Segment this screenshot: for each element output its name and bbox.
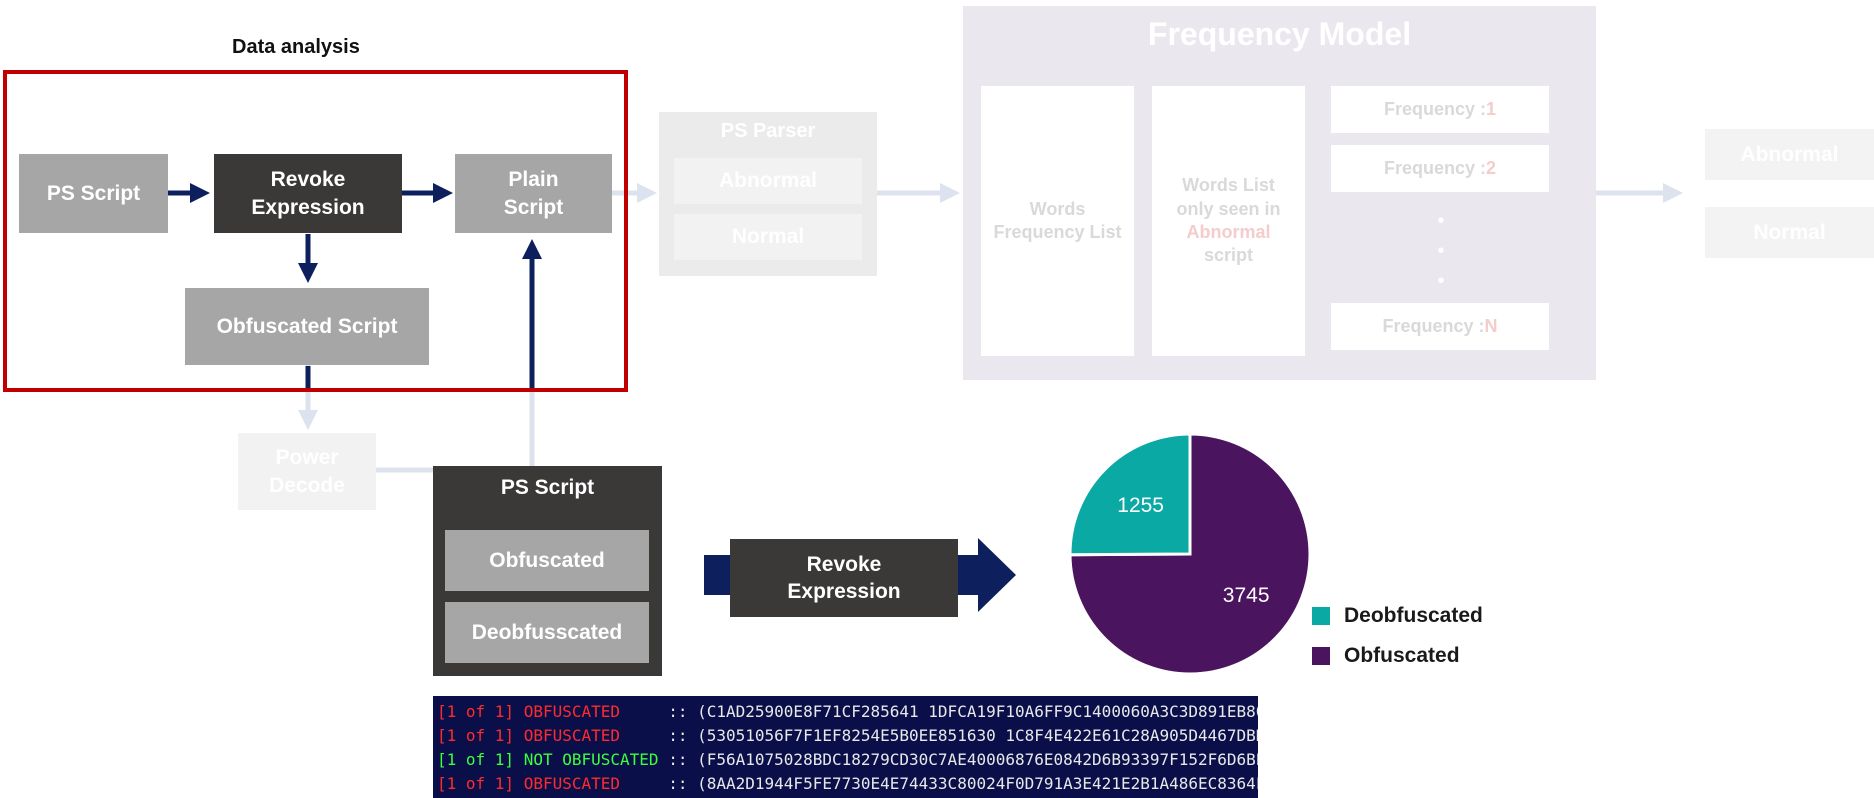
console-status: OBFUSCATED bbox=[523, 726, 669, 745]
plain-script-box: Plain Script bbox=[455, 154, 612, 233]
ps-script-box: PS Script bbox=[19, 154, 168, 233]
data-analysis-title: Data analysis bbox=[232, 36, 360, 58]
frequency-2-value: 2 bbox=[1486, 157, 1497, 178]
ps-parser-title: PS Parser bbox=[720, 120, 816, 142]
ellipsis-dot: • bbox=[1437, 240, 1445, 262]
frequency-card-2: Frequency : 2 bbox=[1331, 145, 1549, 192]
ps-parser-abnormal-label: Abnormal bbox=[718, 169, 817, 193]
ps-parser-normal-label: Normal bbox=[731, 225, 805, 249]
output-abnormal-box: Abnormal bbox=[1705, 129, 1874, 180]
console-output: [1 of 1] OBFUSCATED :: (C1AD25900E8F71CF… bbox=[433, 696, 1258, 798]
frequency-card-1: Frequency : 1 bbox=[1331, 86, 1549, 133]
power-decode-box: Power Decode bbox=[238, 433, 376, 510]
legend-swatch-deobfuscated bbox=[1312, 607, 1330, 625]
words-list-card: Words List only seen in Abnormal script bbox=[1152, 86, 1305, 356]
dataset-deobfuscated-box: Deobfusscated bbox=[445, 602, 649, 663]
frequency-n-label: Frequency : bbox=[1382, 315, 1485, 336]
obfuscated-script-box: Obfuscated Script bbox=[185, 288, 429, 365]
console-line: [1 of 1] OBFUSCATED :: (8AA2D1944F5FE773… bbox=[437, 772, 1258, 796]
data-analysis-frame bbox=[3, 70, 628, 392]
big-revoke-line2: Expression bbox=[787, 580, 901, 603]
console-hash: :: (8AA2D1944F5FE7730E4E74433C80024F0D79… bbox=[668, 774, 1258, 793]
ellipsis-dot: • bbox=[1437, 270, 1445, 292]
console-line: [1 of 1] OBFUSCATED :: (C1AD25900E8F71CF… bbox=[437, 700, 1258, 724]
frequency-model-title: Frequency Model bbox=[1147, 16, 1412, 52]
power-decode-line1: Power bbox=[275, 446, 339, 470]
plain-script-line1: Plain bbox=[508, 168, 559, 192]
frequency-card-n: Frequency : N bbox=[1331, 303, 1549, 350]
console-line: [1 of 1] OBFUSCATED :: (53051056F7F1EF82… bbox=[437, 724, 1258, 748]
revoke-expression-line2: Expression bbox=[251, 195, 365, 219]
ps-script-label: PS Script bbox=[46, 181, 141, 205]
words-frequency-list-card: Words Frequency List bbox=[981, 86, 1134, 356]
power-decode-line2: Decode bbox=[269, 473, 345, 497]
console-status: OBFUSCATED bbox=[523, 702, 669, 721]
frequency-ellipsis: • • • bbox=[1431, 206, 1451, 296]
dataset-obfuscated-label: Obfuscated bbox=[489, 548, 605, 572]
console-hash: :: (53051056F7F1EF8254E5B0EE851630 1C8F4… bbox=[668, 726, 1258, 745]
console-prefix: [1 of 1] bbox=[437, 750, 524, 769]
output-normal-label: Normal bbox=[1753, 220, 1826, 244]
pie-legend: Deobfuscated Obfuscated bbox=[1312, 596, 1483, 676]
pie-slice-deobfuscated bbox=[1068, 432, 1192, 557]
dataset-obfuscated-box: Obfuscated bbox=[445, 530, 649, 591]
words-list-line1: Words List bbox=[1182, 175, 1275, 196]
output-normal-box: Normal bbox=[1705, 207, 1874, 258]
big-revoke-line1: Revoke bbox=[806, 552, 882, 576]
ellipsis-dot: • bbox=[1437, 210, 1445, 232]
console-prefix: [1 of 1] bbox=[437, 726, 524, 745]
console-hash: :: (C1AD25900E8F71CF285641 1DFCA19F10A6F… bbox=[668, 702, 1258, 721]
words-list-highlight: Abnormal bbox=[1186, 222, 1271, 242]
big-arrow-left-body bbox=[704, 555, 732, 595]
dataset-panel: PS Script Obfuscated Deobfusscated bbox=[433, 466, 662, 676]
frequency-1-value: 1 bbox=[1486, 98, 1497, 119]
legend-label-obfuscated: Obfuscated bbox=[1344, 644, 1460, 667]
dataset-deobfuscated-label: Deobfusscated bbox=[471, 620, 623, 644]
legend-swatch-obfuscated bbox=[1312, 647, 1330, 665]
console-status: NOT OBFUSCATED bbox=[523, 750, 669, 769]
words-frequency-line2: Frequency List bbox=[993, 222, 1122, 242]
console-line: [1 of 1] NOT OBFUSCATED :: (F56A1075028B… bbox=[437, 748, 1258, 772]
frequency-n-value: N bbox=[1484, 315, 1498, 336]
pie-label-obfuscated: 3745 bbox=[1223, 584, 1270, 607]
frequency-1-label: Frequency : bbox=[1383, 98, 1486, 119]
legend-item-deobfuscated: Deobfuscated bbox=[1312, 596, 1483, 636]
big-arrow-right bbox=[958, 538, 1016, 612]
words-list-line4: script bbox=[1203, 245, 1254, 266]
words-list-line2: only seen in bbox=[1176, 198, 1281, 219]
console-hash: :: (F56A1075028BDC18279CD30C7AE40006876E… bbox=[668, 750, 1258, 769]
output-abnormal-label: Abnormal bbox=[1740, 142, 1839, 166]
legend-label-deobfuscated: Deobfuscated bbox=[1344, 604, 1483, 627]
pie-label-deobfuscated: 1255 bbox=[1117, 494, 1164, 517]
revoke-expression-line1: Revoke bbox=[270, 168, 346, 192]
frequency-2-label: Frequency : bbox=[1383, 157, 1486, 178]
console-status: OBFUSCATED bbox=[523, 774, 669, 793]
ps-parser-normal: Normal bbox=[674, 214, 862, 260]
big-revoke-expression-box: Revoke Expression bbox=[730, 539, 958, 617]
legend-item-obfuscated: Obfuscated bbox=[1312, 636, 1483, 676]
pie-slice-obfuscated bbox=[1068, 432, 1312, 676]
pie-chart: 1255 3745 bbox=[1068, 432, 1312, 676]
ps-parser-panel: PS Parser Abnormal Normal bbox=[659, 112, 877, 276]
obfuscated-script-label: Obfuscated Script bbox=[216, 314, 398, 338]
frequency-model-panel: Frequency Model Words Frequency List Wor… bbox=[963, 6, 1596, 380]
ps-parser-abnormal: Abnormal bbox=[674, 158, 862, 204]
plain-script-line2: Script bbox=[503, 195, 564, 219]
console-prefix: [1 of 1] bbox=[437, 774, 524, 793]
revoke-expression-box: Revoke Expression bbox=[214, 154, 402, 233]
dataset-title: PS Script bbox=[500, 476, 595, 499]
console-prefix: [1 of 1] bbox=[437, 702, 524, 721]
words-frequency-line1: Words bbox=[1029, 198, 1086, 219]
